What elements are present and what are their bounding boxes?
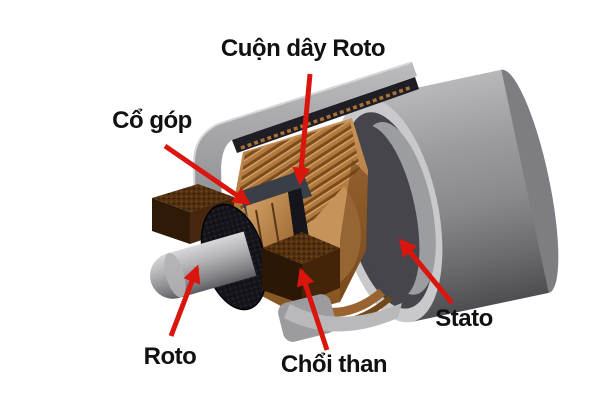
rotor-winding-shadow <box>340 160 368 302</box>
label-brush: Chổi than <box>280 351 388 378</box>
label-rotor-winding: Cuộn dây Roto <box>220 35 386 62</box>
arrow-commutator <box>163 143 251 206</box>
label-commutator: Cổ góp <box>112 107 192 134</box>
arrow-brush <box>296 267 330 351</box>
rotor-shaft <box>150 231 257 299</box>
brush-front-front-face <box>262 248 302 304</box>
stator-rim-bottom-crescent <box>284 303 402 332</box>
brush-front-top-face <box>262 232 340 264</box>
shaft-end-cap <box>164 252 186 298</box>
brush-front-side-face <box>302 248 340 304</box>
arrow-rotor-winding <box>292 73 313 186</box>
shell-band-highlight <box>192 62 411 233</box>
label-rotor: Roto <box>143 343 197 370</box>
lining-copper-dots <box>240 85 413 150</box>
callout-arrows <box>163 73 454 351</box>
brush-left-top-face <box>152 184 234 212</box>
label-stator: Stato <box>435 305 493 332</box>
brush-block-front <box>262 232 340 304</box>
arrow-stator <box>398 238 454 305</box>
shell-black-lining <box>232 77 419 153</box>
arrow-rotor <box>168 264 201 337</box>
brush-left-front-face <box>152 198 190 244</box>
